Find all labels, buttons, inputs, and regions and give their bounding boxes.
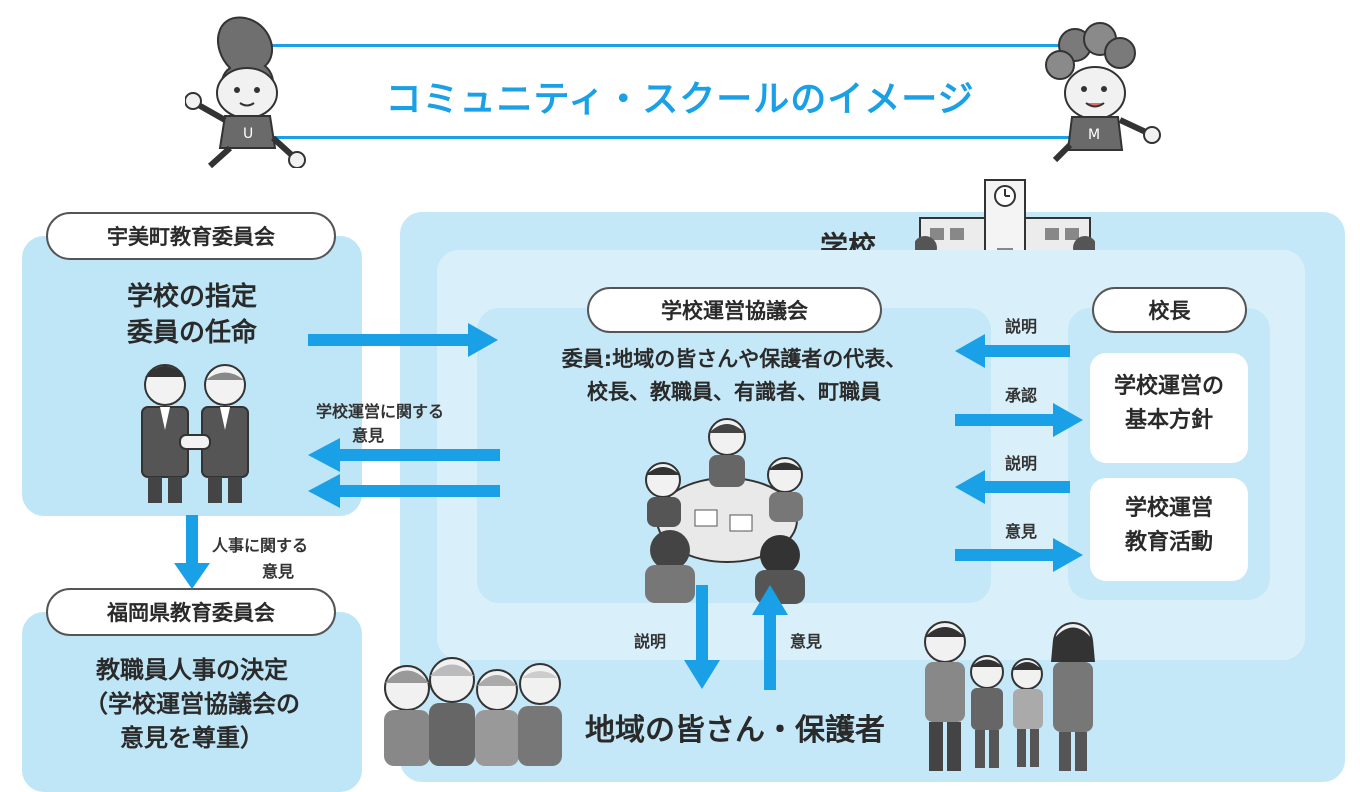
school-opinion-line1: 学校運営に関する [316, 402, 445, 421]
svg-text:M: M [1088, 127, 1100, 143]
board-line1: 学校の指定 [126, 282, 257, 312]
prefecture-panel [22, 612, 362, 792]
personnel-opinion-line1: 人事に関する [212, 536, 309, 555]
opinion-label: 意見 [1005, 522, 1038, 541]
prefecture-line3: 意見を尊重） [120, 724, 264, 752]
council-title: 学校運営協議会 [587, 287, 882, 333]
opinion-up-label: 意見 [790, 632, 823, 651]
principal-title: 校長 [1092, 287, 1247, 333]
board-title: 宇美町教育委員会 [46, 212, 336, 260]
banner-top-line [270, 44, 1090, 47]
prefecture-title: 福岡県教育委員会 [46, 588, 336, 636]
arrow-approve [955, 403, 1083, 437]
arrow-board-to-council [308, 323, 498, 357]
arrow-explain2 [955, 470, 1070, 504]
council-members-line2: 校長、教職員、有識者、町職員 [587, 380, 881, 404]
banner-bottom-line [270, 136, 1090, 139]
council-members-line1: 委員:地域の皆さんや保護者の代表、 [561, 347, 907, 371]
banner: コミュニティ・スクールのイメージ [270, 44, 1090, 140]
arrow-explain-down [684, 585, 720, 689]
prefecture-line1: 教職員人事の決定 [96, 656, 288, 684]
approve-label: 承認 [1005, 386, 1038, 405]
arrow-explain1 [955, 334, 1070, 368]
handshake-illustration [141, 364, 249, 503]
arrow-opinion [955, 538, 1083, 572]
principal-box1-line1: 学校運営の [1113, 374, 1224, 399]
banner-title: コミュニティ・スクールのイメージ [385, 79, 975, 120]
arrow-council-to-board-1 [308, 438, 500, 472]
explain1-label: 説明 [1005, 317, 1038, 336]
personnel-opinion-line2: 意見 [262, 562, 295, 581]
meeting-illustration [645, 418, 805, 604]
board-line2: 委員の任命 [126, 318, 257, 348]
arrow-down-personnel [174, 515, 210, 589]
elderly-group-illustration [384, 657, 562, 766]
principal-box2-line2: 教育活動 [1124, 530, 1213, 555]
community-title: 地域の皆さん・保護者 [585, 713, 885, 748]
arrow-council-to-board-2 [308, 474, 500, 508]
principal-box1-line2: 基本方針 [1124, 408, 1213, 433]
principal-box2-line1: 学校運営 [1124, 496, 1213, 521]
mascot-m-icon: M [1045, 22, 1161, 163]
prefecture-line2: （学校運営協議会の [84, 690, 300, 718]
board-panel [22, 236, 362, 516]
family-illustration [924, 621, 1095, 771]
mascot-u-icon: U [185, 16, 306, 168]
principal-box1 [1090, 353, 1248, 463]
school-opinion-line2: 意見 [352, 426, 385, 445]
explain-down-label: 説明 [634, 632, 667, 651]
arrow-opinion-up [752, 585, 788, 690]
principal-box2 [1090, 478, 1248, 581]
svg-text:U: U [243, 126, 253, 142]
explain2-label: 説明 [1005, 454, 1038, 473]
